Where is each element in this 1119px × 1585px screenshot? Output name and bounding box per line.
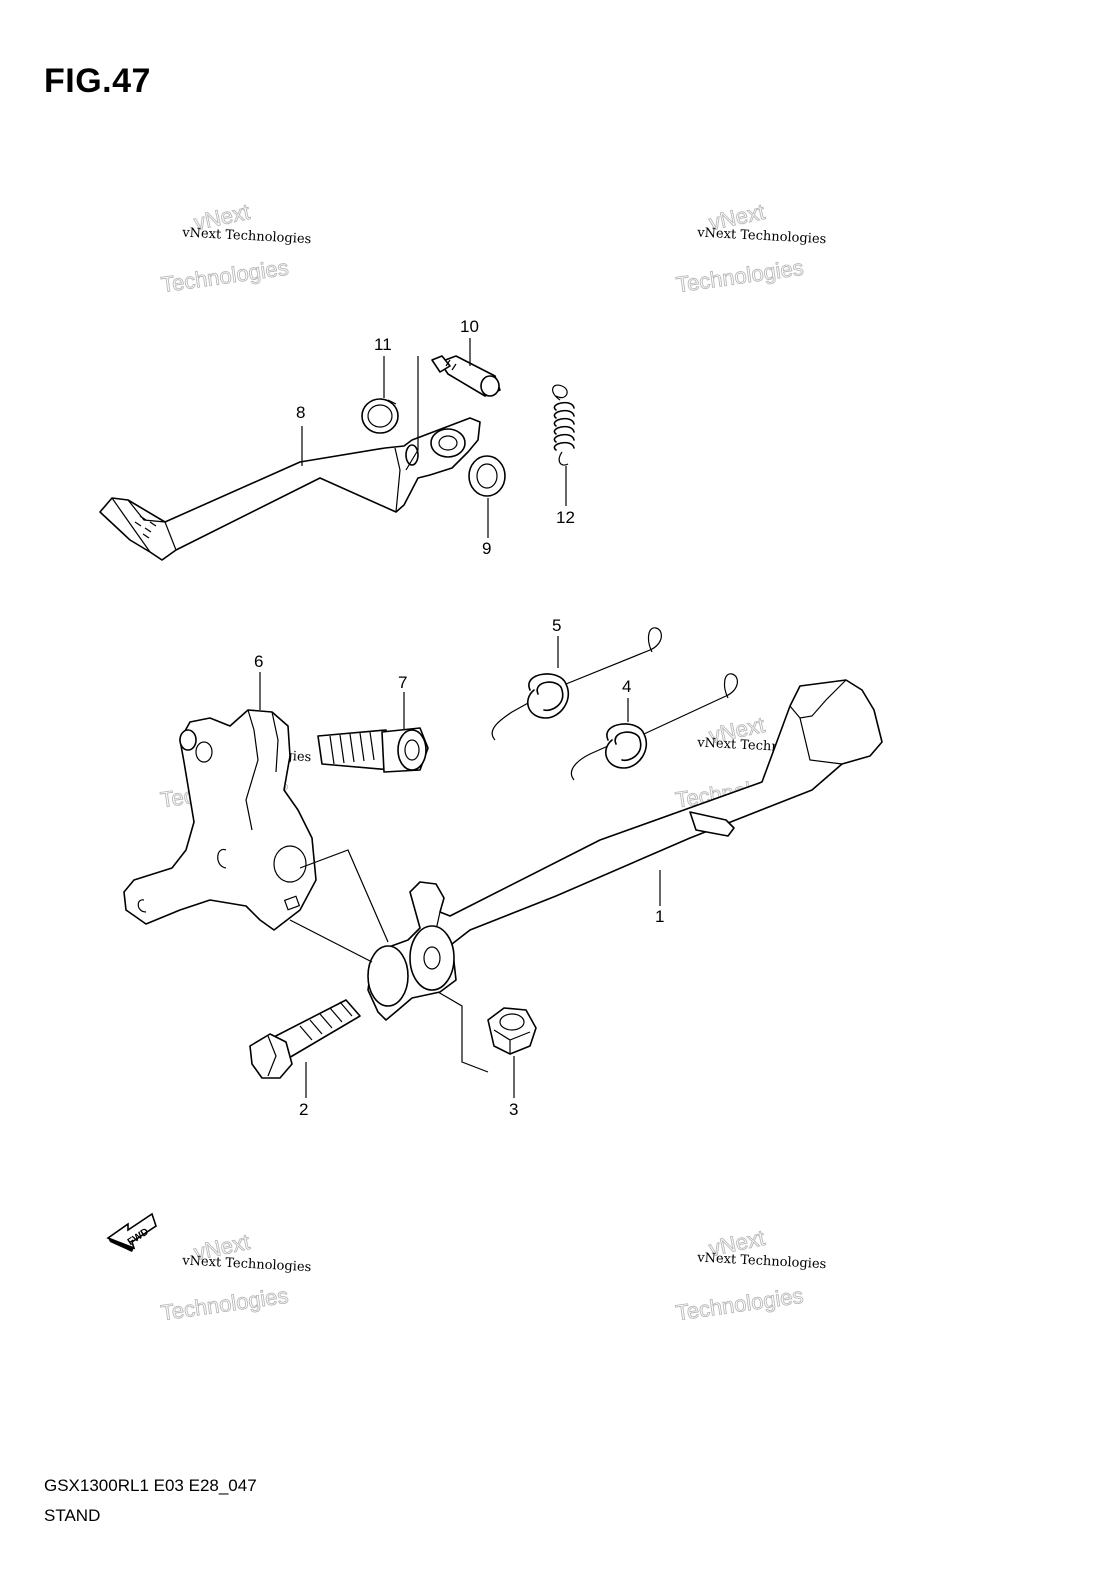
svg-text:vNext Technologies: vNext Technologies — [181, 225, 312, 247]
svg-text:Technologies: Technologies — [674, 1283, 805, 1326]
figure-title: FIG.47 — [44, 62, 151, 100]
assembly-lines — [289, 356, 489, 1073]
callout-1: 1 — [655, 907, 664, 926]
watermark-top-left: vNext vNext Technologies Technologies — [159, 199, 312, 298]
callout-2: 2 — [299, 1100, 308, 1119]
leader-lines — [259, 338, 661, 1098]
callout-4: 4 — [622, 677, 631, 696]
callout-5: 5 — [552, 616, 561, 635]
part-2-pivot-bolt — [249, 999, 361, 1079]
part-5-spring — [491, 627, 662, 741]
callout-7: 7 — [398, 673, 407, 692]
callout-6: 6 — [254, 652, 263, 671]
watermark-bottom-right: vNext vNext Technologies Technologies — [674, 1225, 827, 1326]
svg-text:vNext Technologies: vNext Technologies — [181, 1253, 312, 1275]
watermark-bottom-left: vNext vNext Technologies Technologies — [159, 1229, 312, 1326]
part-11-circlip — [361, 398, 399, 434]
part-3-nut — [487, 1007, 537, 1055]
part-6-bracket — [123, 709, 317, 931]
callout-11: 11 — [374, 335, 392, 354]
footer-model-code: GSX1300RL1 E03 E28_047 — [44, 1476, 257, 1495]
svg-text:Technologies: Technologies — [674, 255, 805, 298]
part-8-shift-lever — [99, 417, 481, 561]
svg-text:Technologies: Technologies — [159, 255, 290, 298]
callout-8: 8 — [296, 403, 305, 422]
svg-text:Technologies: Technologies — [159, 1283, 290, 1326]
svg-text:vNext Technologies: vNext Technologies — [696, 1250, 827, 1272]
part-1-side-stand — [367, 679, 883, 1021]
callout-3: 3 — [509, 1100, 518, 1119]
part-12-spring — [552, 384, 575, 466]
callout-12: 12 — [556, 508, 575, 527]
callout-10: 10 — [460, 317, 479, 336]
part-4-spring — [570, 673, 738, 781]
callout-9: 9 — [482, 539, 491, 558]
part-10-pin — [431, 355, 501, 397]
watermark-top-right: vNext vNext Technologies Technologies — [674, 199, 827, 298]
svg-text:vNext Technologies: vNext Technologies — [696, 225, 827, 247]
part-9-washer — [468, 455, 506, 497]
footer-section-name: STAND — [44, 1506, 101, 1525]
fwd-arrow-icon: FWD — [106, 1212, 157, 1252]
part-7-bolt — [317, 727, 429, 773]
